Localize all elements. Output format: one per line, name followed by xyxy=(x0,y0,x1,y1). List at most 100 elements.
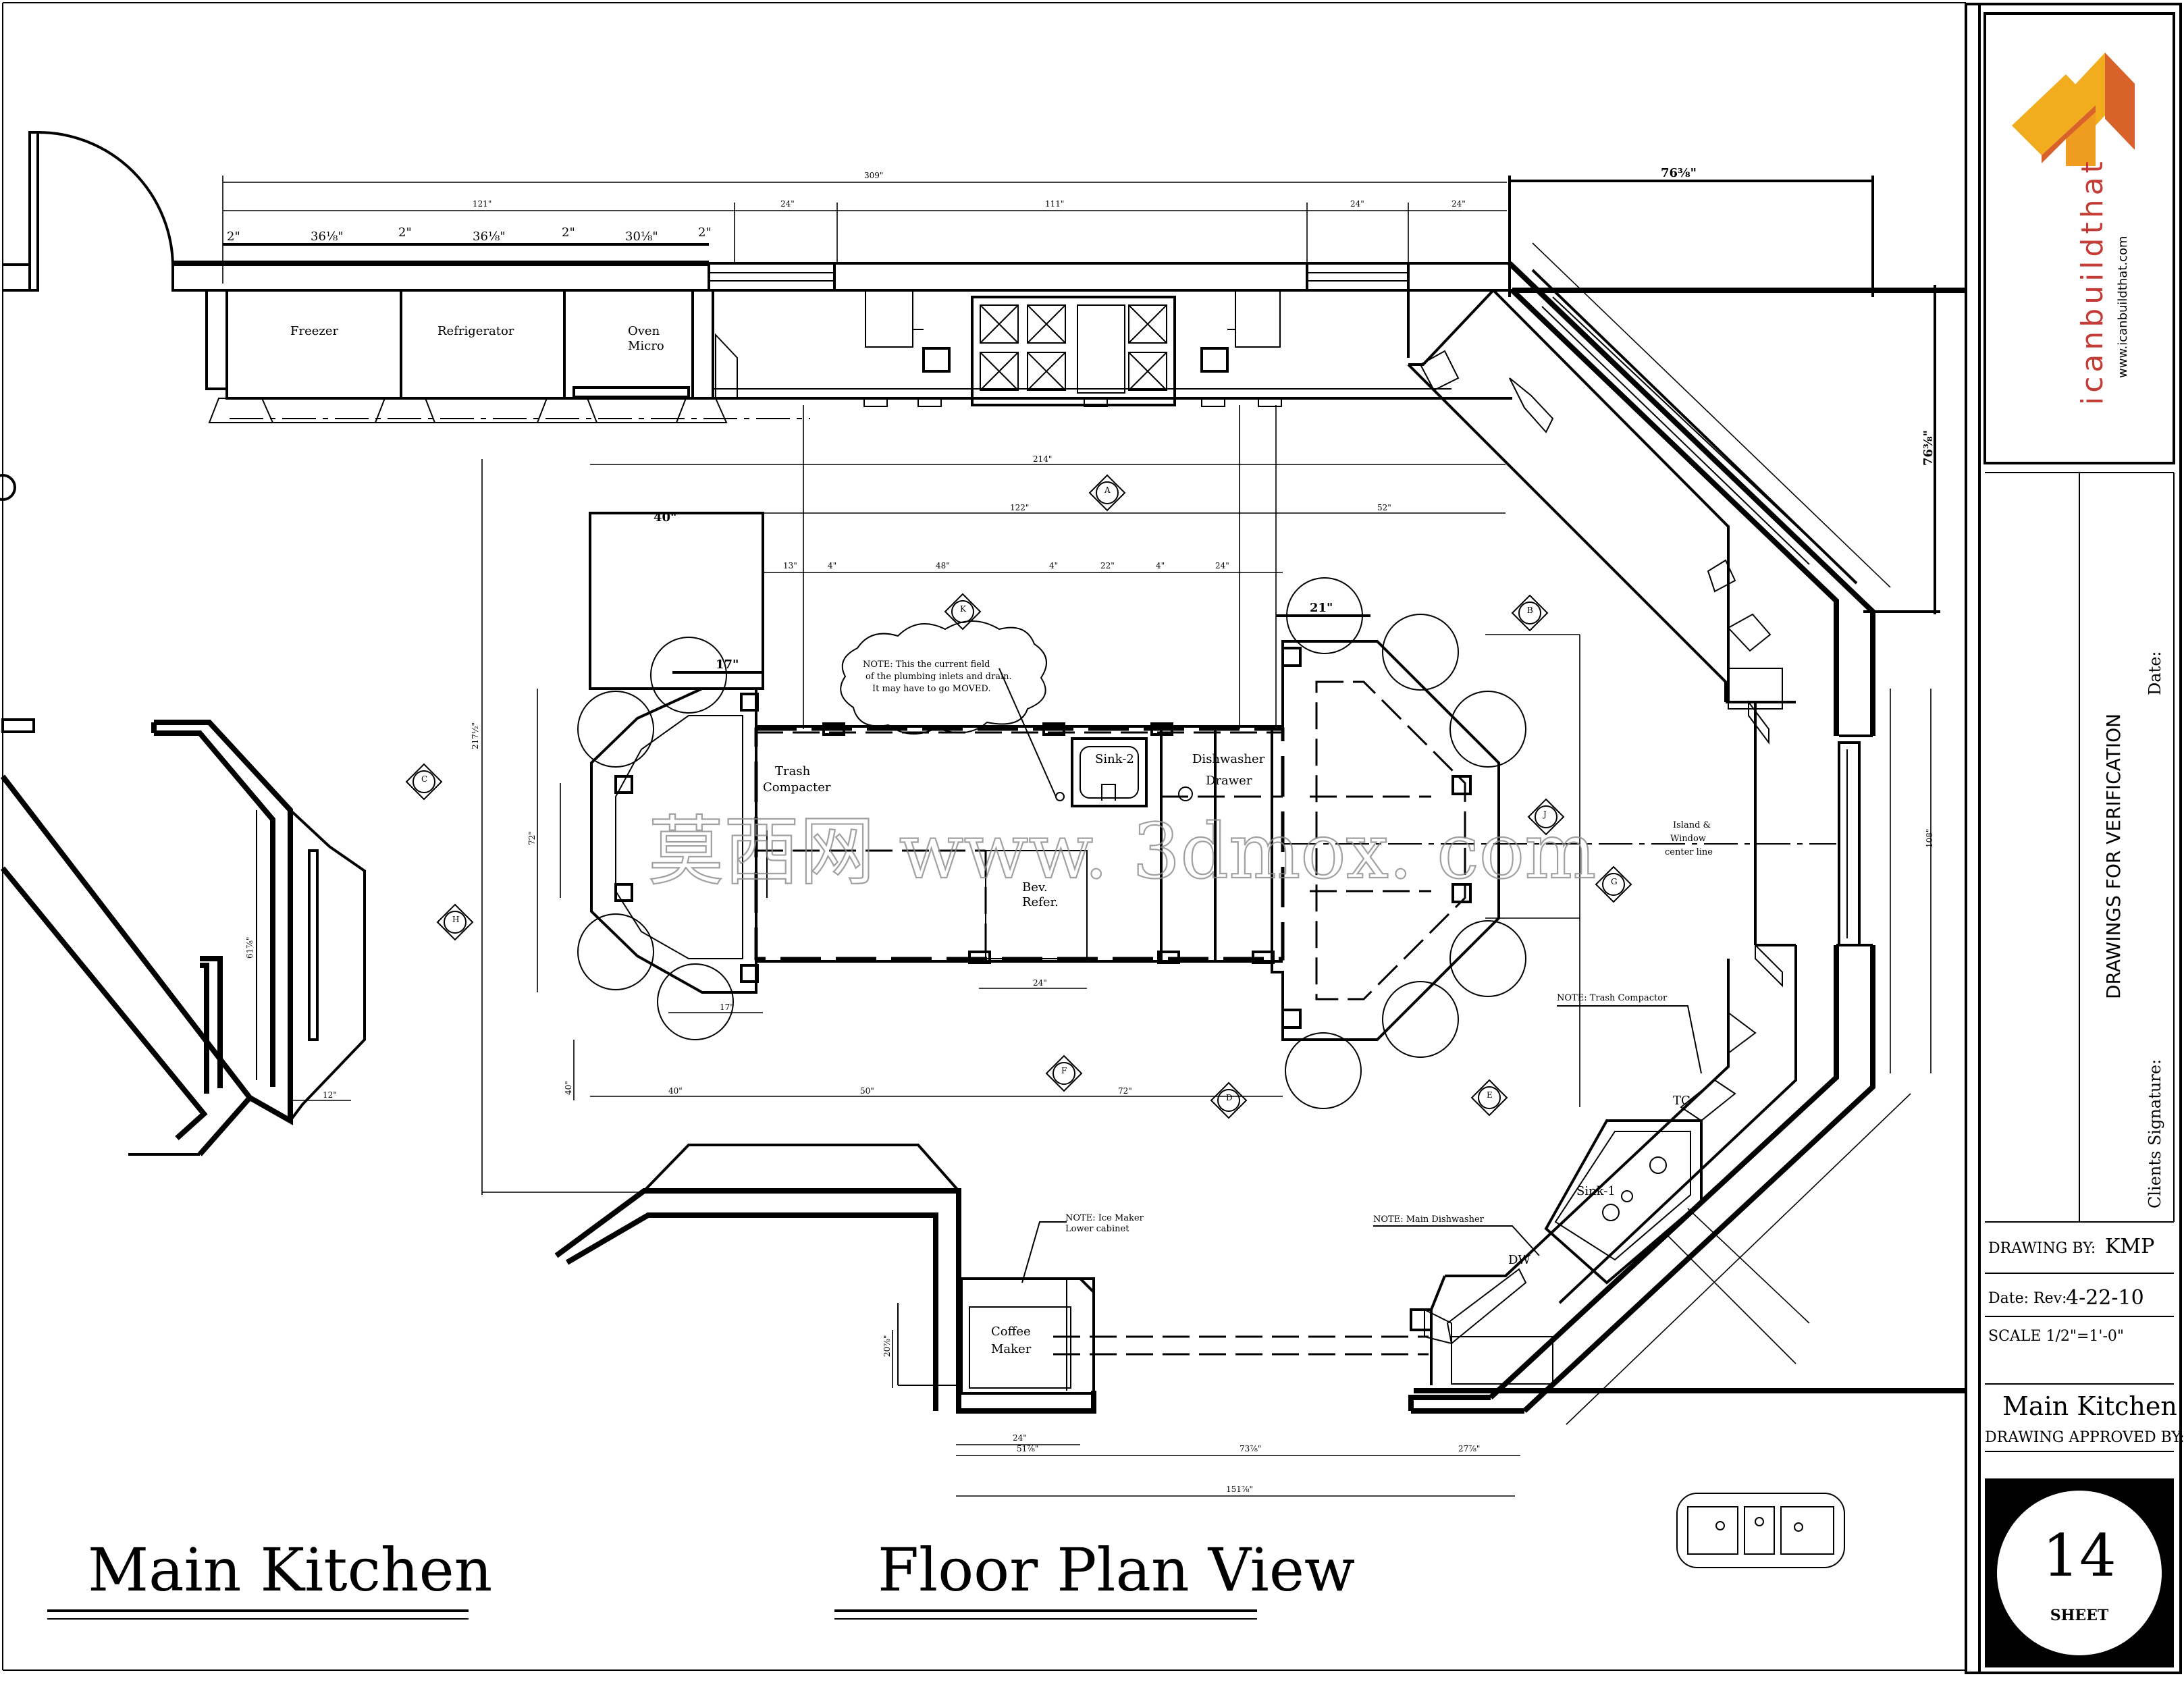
date-rev-value: 4-22-10 xyxy=(2066,1286,2144,1310)
bottom-wall: Coffee Maker NOTE: Ice Maker Lower cabin… xyxy=(554,1144,1520,1497)
dim-27: 27⅞" xyxy=(1458,1444,1480,1453)
island-label-2: Window xyxy=(1670,834,1706,844)
dim-overall: 309" xyxy=(864,171,883,180)
tall-cabinets: Freezer Refrigerator Oven Micro xyxy=(205,289,810,423)
top-counter-range xyxy=(712,290,1512,407)
dim-24d: 24" xyxy=(1215,561,1229,570)
marker-a: A xyxy=(1088,474,1126,512)
note-trash-compactor: NOTE: Trash Compactor xyxy=(1557,993,1668,1003)
entry-door xyxy=(3,131,174,292)
dim-40b: 40" xyxy=(668,1086,683,1096)
dim-214: 214" xyxy=(1033,454,1052,464)
dim-51: 51⅞" xyxy=(1017,1444,1038,1453)
dim-76b: 76⅜" xyxy=(1921,430,1936,466)
marker-k: K xyxy=(944,593,982,631)
bev-label: Bev. xyxy=(1022,880,1048,894)
right-island: Island & Window center line xyxy=(1271,640,1836,1041)
marker-b: B xyxy=(1511,594,1549,632)
verification-label: DRAWINGS FOR VERIFICATION xyxy=(2102,714,2125,999)
oven-label: Oven xyxy=(628,324,660,338)
dim-36b: 36⅛" xyxy=(473,230,506,244)
svg-text:D: D xyxy=(1226,1093,1233,1102)
dim-22: 22" xyxy=(1100,561,1115,570)
sheet-label: SHEET xyxy=(2050,1607,2109,1624)
top-dimensions: 309" 121" 24" 111" 24" 24" 36⅛" 36⅛" 30⅛… xyxy=(222,166,1940,614)
svg-text:E: E xyxy=(1487,1090,1493,1100)
marker-c: C xyxy=(405,763,443,801)
dim-17a: 17" xyxy=(716,658,739,672)
dim-108: 108" xyxy=(1925,829,1934,848)
svg-text:K: K xyxy=(960,604,967,614)
brand-name: icanbuildthat xyxy=(2075,157,2110,405)
refer-label: Refer. xyxy=(1022,895,1059,909)
dim-2b: 2" xyxy=(398,225,412,240)
dim-24b: 24" xyxy=(1350,199,1364,209)
svg-text:J: J xyxy=(1542,809,1547,819)
dim-4c: 4" xyxy=(1156,561,1165,570)
marker-e: E xyxy=(1470,1079,1508,1117)
island-label-1: Island & xyxy=(1673,820,1711,830)
dim-217: 217½" xyxy=(471,722,480,749)
dim-13: 13" xyxy=(783,561,797,570)
company-logo xyxy=(2012,53,2135,166)
scale-label: SCALE 1/2"=1'-0" xyxy=(1988,1328,2124,1345)
dim-17b: 17" xyxy=(720,1003,734,1012)
dim-40c: 40" xyxy=(564,1081,573,1095)
marker-d: D xyxy=(1210,1081,1248,1119)
trash-label: Trash xyxy=(775,764,811,778)
title-block: icanbuildthat www.icanbuildthat.com DRAW… xyxy=(1983,12,2184,1667)
cooktop xyxy=(971,296,1176,406)
dim-4b: 4" xyxy=(1049,561,1058,570)
dw-label: DW xyxy=(1508,1253,1530,1267)
svg-text:F: F xyxy=(1061,1066,1067,1075)
marker-g: G xyxy=(1595,865,1632,903)
note-ice-maker-1: NOTE: Ice Maker xyxy=(1065,1213,1144,1223)
svg-text:C: C xyxy=(421,774,427,784)
cooktop-burners xyxy=(980,304,1167,394)
drawer-label: Drawer xyxy=(1206,774,1252,788)
main-sink: Sink-1 TC DW NOTE: Trash Compactor NOTE:… xyxy=(1373,993,1703,1285)
sink-legend-symbol xyxy=(1676,1493,1845,1568)
bar-stools xyxy=(577,577,1526,1109)
dim-21: 21" xyxy=(1310,601,1333,615)
micro-label: Micro xyxy=(628,339,664,353)
dim-61: 61⅞" xyxy=(245,937,255,959)
brand-url: www.icanbuildthat.com xyxy=(2116,236,2130,378)
drawing-by-label: DRAWING BY: xyxy=(1988,1240,2096,1257)
marker-h-left: H xyxy=(436,903,474,941)
dim-12: 12" xyxy=(323,1090,337,1100)
watermark: 莫西网 www. 3dmox. com xyxy=(648,808,1596,896)
island-label-3: center line xyxy=(1665,847,1713,857)
dim-121: 121" xyxy=(473,199,491,209)
dim-76a: 76⅜" xyxy=(1661,166,1697,180)
dim-30: 30⅛" xyxy=(625,230,658,244)
dim-40a: 40" xyxy=(654,510,676,525)
coffee-label: Coffee xyxy=(991,1325,1031,1339)
dim-52: 52" xyxy=(1377,503,1391,512)
sheet-number: 14 xyxy=(2042,1522,2116,1590)
signature-label: Clients Signature: xyxy=(2146,1059,2164,1208)
dim-122: 122" xyxy=(1010,503,1029,512)
dim-36a: 36⅛" xyxy=(311,230,344,244)
dim-4a: 4" xyxy=(828,561,836,570)
dim-72b: 72" xyxy=(1118,1086,1132,1096)
dim-24c: 24" xyxy=(1451,199,1466,209)
maker-label: Maker xyxy=(991,1342,1032,1356)
dim-24e: 24" xyxy=(1033,978,1047,988)
interior-dimensions: 214" 122" 52" 13" 4" 48" 4" 22" 4" 24" 2… xyxy=(471,405,1580,1195)
note-cloud-line2: of the plumbing inlets and drain. xyxy=(865,672,1012,682)
title-block-drawing-name: Main Kitchen xyxy=(2002,1391,2177,1421)
dim-2a: 2" xyxy=(227,230,240,244)
date-label: Date: xyxy=(2146,651,2164,695)
dim-2d: 2" xyxy=(698,225,712,240)
left-island: 40" xyxy=(589,510,764,994)
note-main-dishwasher: NOTE: Main Dishwasher xyxy=(1373,1214,1485,1225)
date-rev-label: Date: Rev: xyxy=(1988,1290,2067,1307)
dim-24f: 24" xyxy=(1013,1433,1027,1443)
section-markers: A K B C J G H F D E xyxy=(405,474,1632,1119)
dim-50: 50" xyxy=(860,1086,874,1096)
dim-48: 48" xyxy=(936,561,950,570)
note-ice-maker-2: Lower cabinet xyxy=(1065,1224,1129,1234)
